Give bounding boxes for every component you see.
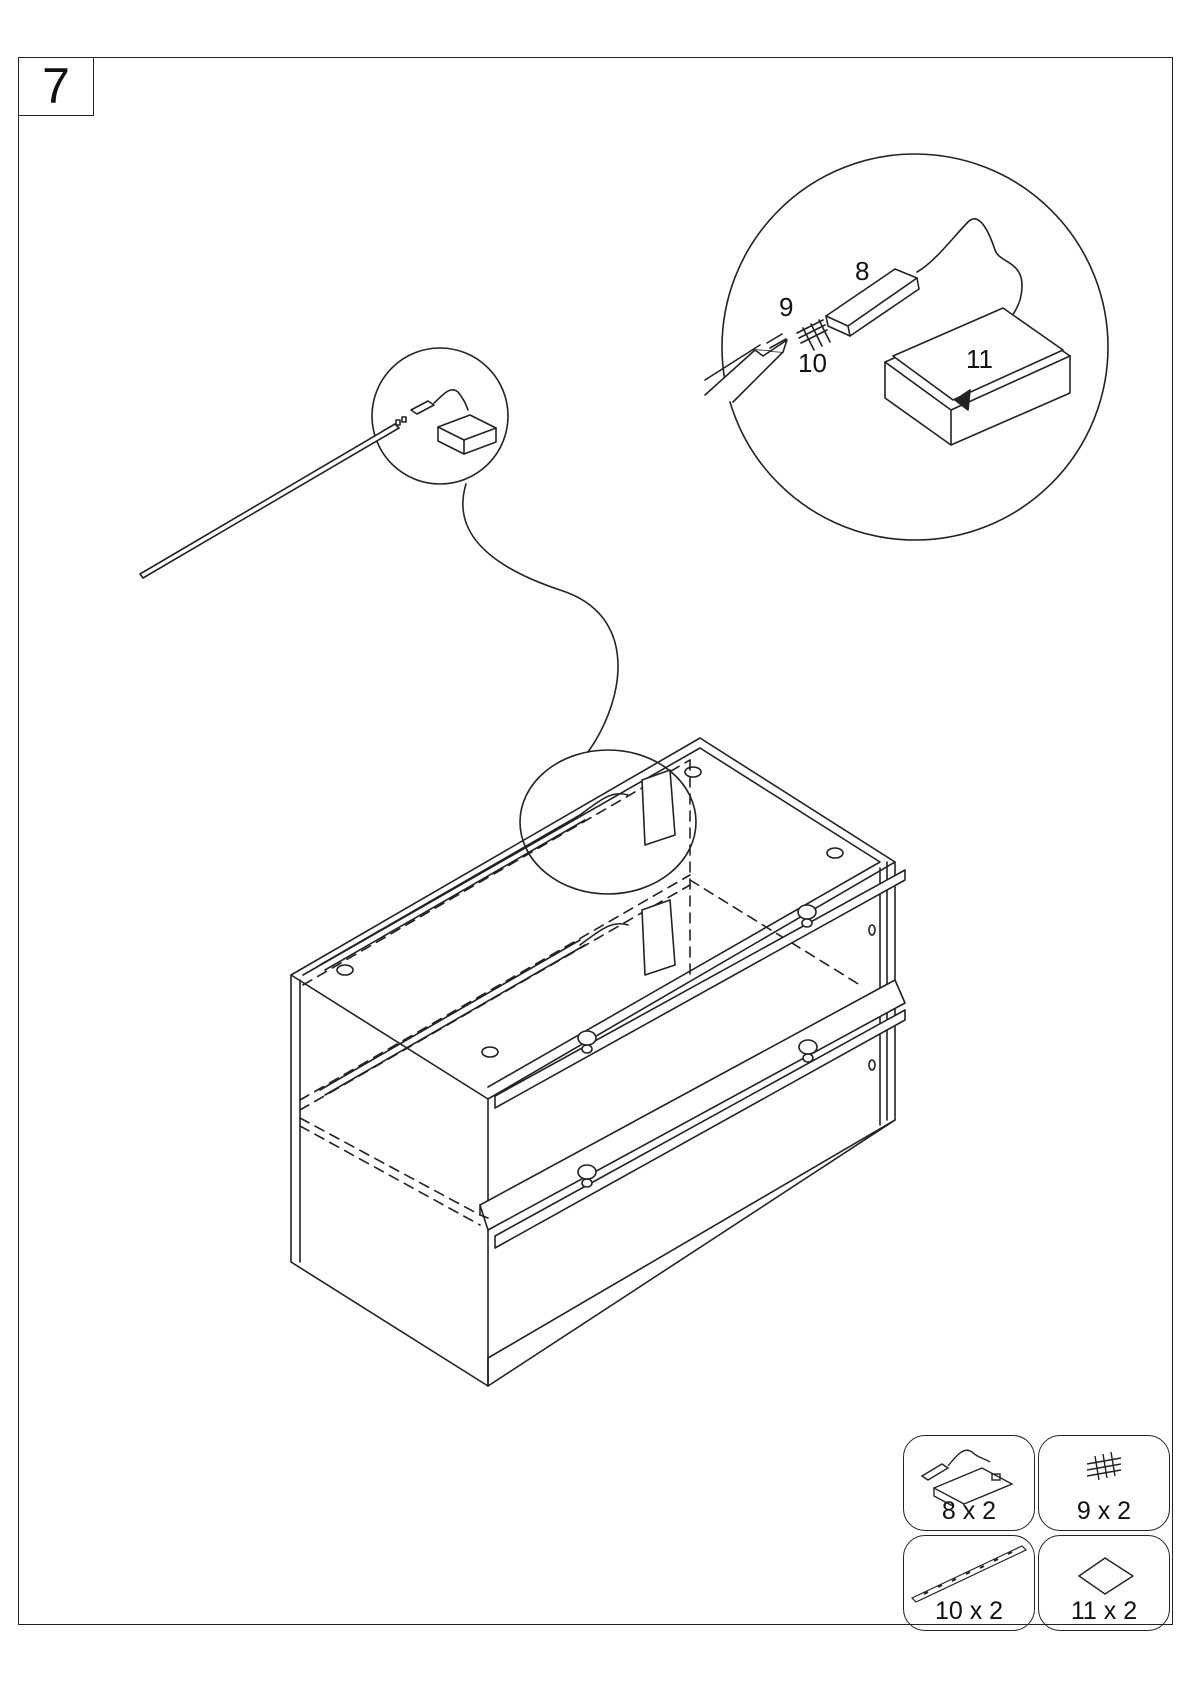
- parts-label: 8 x 2: [904, 1497, 1034, 1526]
- small-detail-callout: [140, 348, 618, 752]
- parts-cell-9: 9 x 2: [1038, 1435, 1170, 1531]
- adhesive-pad-icon: [1039, 1536, 1171, 1606]
- parts-cell-10: 10 x 2: [903, 1535, 1035, 1631]
- callout-11: 11: [966, 344, 993, 374]
- callout-8: 8: [855, 256, 869, 286]
- parts-cell-11: 11 x 2: [1038, 1535, 1170, 1631]
- connector-icon: [1039, 1436, 1171, 1506]
- parts-label: 10 x 2: [904, 1597, 1034, 1626]
- led-driver-icon: [904, 1436, 1036, 1506]
- callout-10: 10: [798, 348, 827, 378]
- parts-label: 11 x 2: [1039, 1597, 1169, 1626]
- parts-cell-8: 8 x 2: [903, 1435, 1035, 1531]
- large-detail-callout: 10 9 8 11: [705, 154, 1108, 540]
- parts-label: 9 x 2: [1039, 1497, 1169, 1526]
- led-strip-icon: [904, 1536, 1036, 1606]
- cabinet: [291, 738, 905, 1386]
- callout-9: 9: [779, 292, 793, 322]
